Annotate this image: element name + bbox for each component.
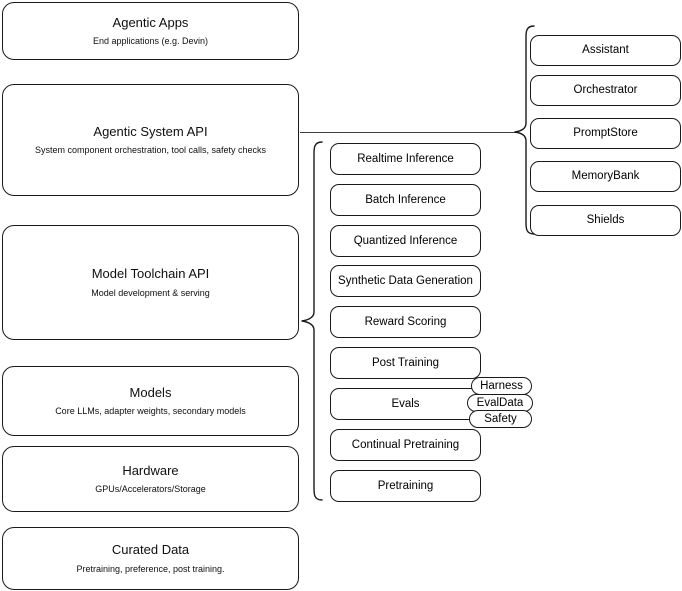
layer-title: Agentic System API — [93, 123, 208, 139]
layer-subtitle: Core LLMs, adapter weights, secondary mo… — [55, 406, 246, 416]
toolchain-item-label: Batch Inference — [365, 193, 446, 206]
toolchain-item-quantized-inference[interactable]: Quantized Inference — [330, 225, 481, 257]
layer-subtitle: Pretraining, preference, post training. — [76, 563, 225, 574]
evals-pill-harness[interactable]: Harness — [471, 377, 532, 395]
layer-title: Curated Data — [111, 542, 190, 558]
toolchain-item-label: Pretraining — [377, 479, 434, 492]
toolchain-item-batch-inference[interactable]: Batch Inference — [330, 184, 481, 216]
toolchain-item-reward-scoring[interactable]: Reward Scoring — [330, 306, 481, 338]
toolchain-item-label: Post Training — [371, 356, 440, 369]
system-component-orchestrator[interactable]: Orchestrator — [530, 75, 681, 106]
system-component-shields[interactable]: Shields — [530, 205, 681, 236]
layer-title: Models — [129, 384, 172, 400]
system-component-label: MemoryBank — [571, 170, 640, 183]
layer-subtitle: System component orchestration, tool cal… — [34, 145, 267, 155]
system-component-assistant[interactable]: Assistant — [530, 35, 681, 66]
toolchain-item-label: Realtime Inference — [357, 152, 454, 165]
toolchain-item-post-training[interactable]: Post Training — [330, 347, 481, 379]
toolchain-item-synthetic-data-generation[interactable]: Synthetic Data Generation — [330, 265, 481, 297]
layer-curated-data[interactable]: Curated Data Pretraining, preference, po… — [2, 527, 299, 590]
bracket-toolchain-group — [298, 140, 324, 518]
layer-agentic-system-api[interactable]: Agentic System API System component orch… — [2, 84, 299, 196]
toolchain-item-evals[interactable]: Evals — [330, 388, 481, 420]
toolchain-item-label: Quantized Inference — [353, 234, 458, 247]
evals-pill-label: Harness — [480, 380, 523, 392]
system-component-memorybank[interactable]: MemoryBank — [530, 161, 681, 192]
layer-agentic-apps[interactable]: Agentic Apps End applications (e.g. Devi… — [2, 2, 299, 60]
evals-pill-label: Safety — [484, 413, 517, 425]
system-component-promptstore[interactable]: PromptStore — [530, 118, 681, 149]
system-component-label: Shields — [586, 214, 625, 227]
layer-model-toolchain-api[interactable]: Model Toolchain API Model development & … — [2, 225, 299, 340]
system-component-label: PromptStore — [573, 127, 638, 140]
layer-title: Agentic Apps — [112, 14, 189, 30]
bracket-system-components-group — [512, 24, 536, 240]
layer-models[interactable]: Models Core LLMs, adapter weights, secon… — [2, 366, 299, 436]
evals-pill-label: EvalData — [476, 397, 524, 409]
toolchain-item-realtime-inference[interactable]: Realtime Inference — [330, 143, 481, 175]
toolchain-item-label: Evals — [391, 397, 420, 410]
toolchain-item-label: Reward Scoring — [364, 315, 447, 328]
connector-agentic-system-api-to-components — [300, 132, 518, 133]
system-component-label: Assistant — [582, 44, 629, 57]
layer-hardware[interactable]: Hardware GPUs/Accelerators/Storage — [2, 446, 299, 512]
layer-subtitle: Model development & serving — [91, 287, 210, 298]
layer-subtitle: End applications (e.g. Devin) — [92, 36, 209, 46]
toolchain-item-continual-pretraining[interactable]: Continual Pretraining — [330, 429, 481, 461]
system-component-label: Orchestrator — [573, 84, 638, 97]
toolchain-item-label: Continual Pretraining — [351, 438, 460, 451]
evals-pill-safety[interactable]: Safety — [469, 410, 532, 428]
layer-title: Model Toolchain API — [91, 266, 210, 282]
toolchain-item-pretraining[interactable]: Pretraining — [330, 470, 481, 502]
layer-subtitle: GPUs/Accelerators/Storage — [95, 484, 206, 494]
layer-title: Hardware — [122, 462, 179, 478]
toolchain-item-label: Synthetic Data Generation — [338, 274, 473, 287]
